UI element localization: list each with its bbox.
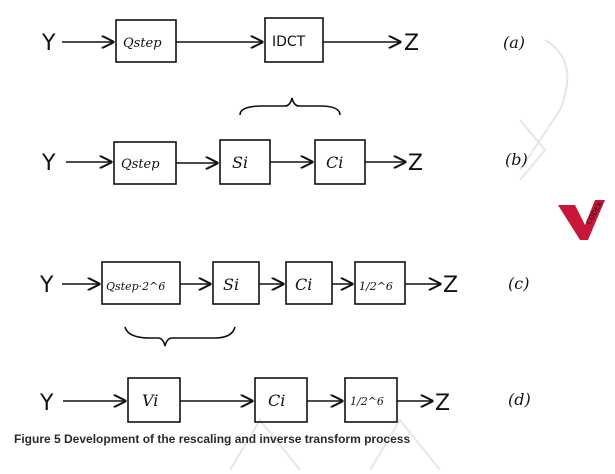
row-c: Y Qstep·2^6 Si Ci 1/2^6 Z (c) <box>39 261 529 305</box>
row-b-output: Z <box>408 151 423 176</box>
row-b-block-ci-label: Ci <box>326 153 343 172</box>
watermark-background <box>229 39 569 471</box>
row-d-input: Y <box>39 391 54 416</box>
row-c-block-ci <box>285 261 333 305</box>
figure-caption: Figure 5 Development of the rescaling an… <box>14 432 411 446</box>
row-b-block-si-label: Si <box>232 153 248 172</box>
row-d-block-inv26 <box>344 377 398 423</box>
row-d-block-ci <box>254 377 308 423</box>
row-b-block-qstep-label: Qstep <box>121 157 160 172</box>
brace-ab <box>239 97 341 116</box>
row-c-block-inv26 <box>354 261 406 305</box>
row-b-tag: (b) <box>505 150 528 169</box>
row-c-block-si-label: Si <box>223 275 239 294</box>
row-d: Y Vi Ci 1/2^6 Z (d) <box>39 377 531 423</box>
row-a-tag: (a) <box>503 33 525 52</box>
row-a-block-idct <box>264 17 324 63</box>
row-a-block-qstep-label: Qstep <box>123 36 162 51</box>
row-b: Y Qstep Si Ci Z (b) <box>41 139 528 185</box>
row-d-output: Z <box>435 391 450 416</box>
row-d-block-vi <box>127 377 181 423</box>
row-c-output: Z <box>443 273 458 298</box>
row-a: Y Qstep IDCT Z (a) <box>41 17 525 63</box>
row-c-tag: (c) <box>508 274 529 293</box>
row-a-input: Y <box>41 31 56 56</box>
row-c-block-inv26-label: 1/2^6 <box>359 280 393 293</box>
row-d-block-inv26-label: 1/2^6 <box>350 395 384 408</box>
row-c-block-qstep26-label: Qstep·2^6 <box>106 280 165 293</box>
row-c-input: Y <box>39 273 54 298</box>
row-a-block-qstep <box>115 19 177 63</box>
row-a-output: Z <box>404 31 419 56</box>
row-d-block-vi-label: Vi <box>142 391 158 410</box>
row-c-block-si <box>212 261 260 305</box>
row-d-tag: (d) <box>508 390 531 409</box>
row-c-block-qstep26 <box>101 261 181 305</box>
row-b-input: Y <box>41 151 56 176</box>
row-d-block-ci-label: Ci <box>268 391 285 410</box>
codex-logo: CODEX <box>558 200 605 240</box>
row-c-block-ci-label: Ci <box>295 275 312 294</box>
brace-cd <box>124 326 236 347</box>
row-a-block-idct-label: IDCT <box>272 34 306 50</box>
